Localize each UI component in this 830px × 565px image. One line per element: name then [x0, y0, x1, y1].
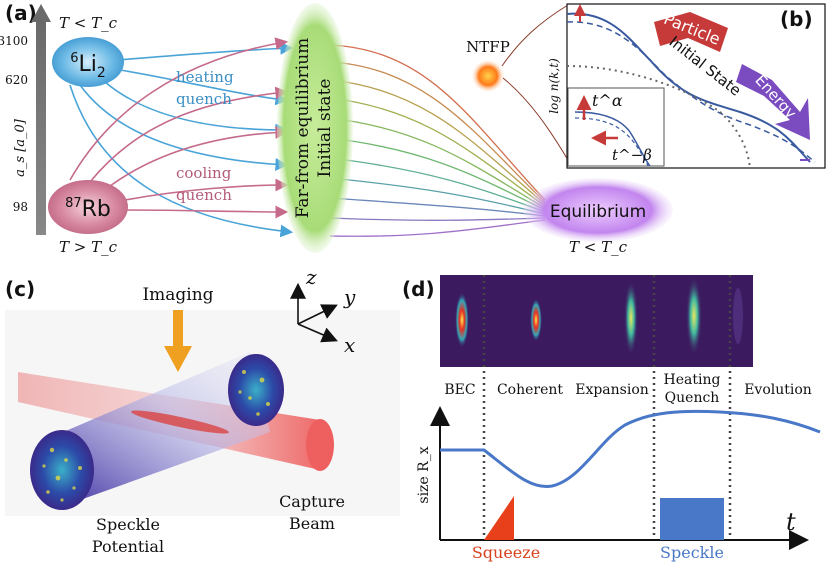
- speckle-grains-back: [238, 370, 270, 416]
- panel-d-label: (d): [402, 277, 435, 301]
- image-heating: [686, 276, 702, 356]
- speckle-label-1: Speckle: [96, 515, 160, 534]
- panel-a-label: (a): [5, 1, 37, 25]
- tick-3100: 3100: [0, 34, 28, 48]
- imaging-arrow-icon: [164, 346, 192, 372]
- li2-label: 6Li2: [70, 51, 106, 81]
- speckle-disk-front: [30, 430, 94, 510]
- capture-beam-end: [306, 419, 334, 471]
- ntfp-zoom-line-bottom: [502, 77, 569, 161]
- far-state-label-1: Far-from equilibrium: [293, 38, 313, 219]
- size-curve: [440, 409, 821, 488]
- tick-620: 620: [5, 73, 28, 87]
- top-condition: T < T_c: [59, 14, 118, 32]
- arrow-rb-2: [89, 86, 289, 183]
- bottom-condition: T > T_c: [59, 238, 118, 256]
- image-expansion: [624, 280, 638, 356]
- d-xlabel: t: [786, 508, 796, 536]
- far-state-label-2: Initial state: [315, 79, 335, 178]
- speckle-disk-back: [228, 354, 284, 426]
- d-ylabel: size R_x: [416, 446, 432, 503]
- speckle-pulse: [660, 498, 724, 540]
- cooling-label-1: cooling: [176, 164, 232, 182]
- squeeze-pulse: [484, 496, 514, 540]
- panel-c: (c) Imaging z y x: [5, 265, 400, 556]
- arrow-rb-1: [69, 37, 289, 181]
- absorption-images-strip: [440, 275, 753, 367]
- panel-d: (d) BEC Coherent Expansion Heating Quenc…: [402, 275, 821, 562]
- stage-evolution: Evolution: [744, 382, 812, 398]
- panel-b: (b) log n(k,t) Particle Energy Initial S…: [547, 3, 826, 169]
- image-evolution: [733, 288, 743, 344]
- image-bec: [455, 292, 469, 348]
- ntfp-zoom-line-top: [501, 4, 569, 67]
- energy-arrow: [736, 64, 810, 140]
- speckle-beam: [40, 352, 270, 500]
- imaging-arrow-shaft: [173, 310, 183, 346]
- arrow-li-4: [79, 84, 289, 171]
- ntfp-glow: [471, 59, 505, 93]
- tick-98: 98: [13, 200, 28, 214]
- arrow-li-2: [119, 69, 289, 106]
- far-from-equilibrium-blob: [277, 3, 353, 253]
- panel-a: (a) 3100 620 98 a_s [a_0] 6Li2 T < T_c 8…: [0, 1, 673, 256]
- panel-b-label: (b): [780, 7, 813, 31]
- axis-arrow-icon: [31, 4, 51, 22]
- initial-state-curve: [566, 65, 751, 169]
- imaging-label: Imaging: [142, 285, 213, 305]
- stage-dividers: [482, 275, 732, 540]
- scattering-length-axis: [36, 20, 46, 235]
- axis-y: y: [343, 285, 356, 309]
- rb-blob: [48, 180, 128, 234]
- axis-label: a_s [a_0]: [13, 118, 28, 177]
- capture-label-2: Beam: [289, 514, 335, 533]
- image-coherent: [530, 298, 542, 342]
- distribution-curve-dashed: [566, 21, 816, 163]
- relaxation-arrows: [329, 44, 546, 237]
- equilibrium-blob: [523, 178, 673, 242]
- li2-blob: [52, 37, 124, 87]
- particle-arrow: [654, 12, 728, 52]
- coordinate-axes: [290, 282, 338, 343]
- heating-label-1: heating: [176, 68, 234, 86]
- axis-z: z: [305, 265, 317, 289]
- panel-c-label: (c): [5, 277, 35, 301]
- squeeze-label: Squeeze: [472, 543, 540, 562]
- speckle-label-2: Potential: [92, 537, 164, 556]
- arrow-rb-4: [124, 178, 289, 201]
- rb-label: 87Rb: [65, 196, 111, 222]
- heating-label-2: quench: [176, 90, 232, 108]
- arrow-li-3: [104, 81, 289, 137]
- inset-curve-dashed: [574, 117, 649, 167]
- equilibrium-label: Equilibrium: [550, 202, 646, 222]
- inset-up-label: t^α: [592, 91, 623, 110]
- cooling-label-2: quench: [176, 186, 232, 204]
- arrow-rb-5: [124, 205, 289, 219]
- axis-x: x: [344, 333, 355, 357]
- stage-expansion: Expansion: [575, 382, 649, 398]
- arrow-li-1: [117, 41, 294, 61]
- inset-curve-solid: [574, 111, 651, 167]
- arrow-rb-3: [109, 126, 289, 187]
- arrow-li-5: [69, 84, 294, 238]
- stage-coherent: Coherent: [497, 382, 563, 398]
- stage-heating-2: Quench: [665, 390, 720, 406]
- ntfp-label: NTFP: [466, 38, 510, 56]
- eq-condition: T < T_c: [569, 238, 628, 256]
- speckle-label: Speckle: [660, 543, 724, 562]
- stage-bec: BEC: [444, 382, 475, 398]
- panel-b-ylabel: log n(k,t): [547, 58, 561, 114]
- capture-label-1: Capture: [279, 492, 345, 511]
- atom-cloud: [131, 410, 229, 434]
- speckle-grains-front: [42, 447, 82, 502]
- stage-heating-1: Heating: [664, 372, 721, 388]
- inset-down-label: t^−β: [612, 146, 652, 164]
